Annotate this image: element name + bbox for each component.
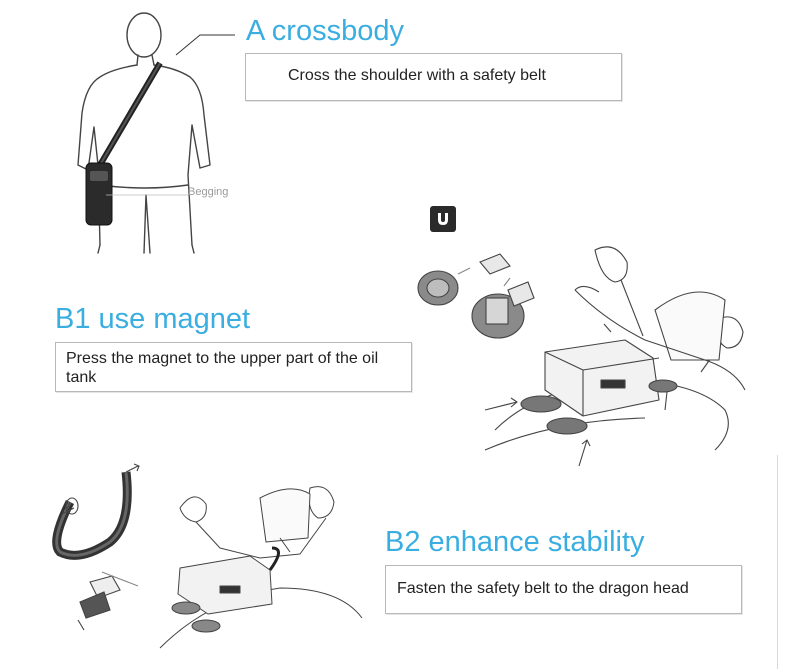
callout-label: Begging xyxy=(188,186,229,198)
motorcycle-illustration xyxy=(484,246,746,467)
person-illustration xyxy=(77,12,235,254)
section-b2-heading: B2 enhance stability xyxy=(385,526,645,558)
section-a-description-box: Cross the shoulder with a safety belt xyxy=(245,53,622,101)
section-b2-description-box: Fasten the safety belt to the dragon hea… xyxy=(385,565,742,614)
magnet-parts-illustration xyxy=(417,253,535,339)
section-b1-description-box: Press the magnet to the upper part of th… xyxy=(55,342,412,392)
magnet-icon xyxy=(430,206,456,232)
section-b2-description: Fasten the safety belt to the dragon hea… xyxy=(397,580,689,597)
section-a-description: Cross the shoulder with a safety belt xyxy=(288,67,546,84)
motorcycle-strap-illustration xyxy=(159,486,363,649)
section-b1-heading: B1 use magnet xyxy=(55,303,251,335)
section-a-heading: A crossbody xyxy=(246,15,404,47)
divider xyxy=(777,455,778,669)
strap-illustration xyxy=(52,463,140,631)
section-b1-description: Press the magnet to the upper part of th… xyxy=(66,350,379,386)
